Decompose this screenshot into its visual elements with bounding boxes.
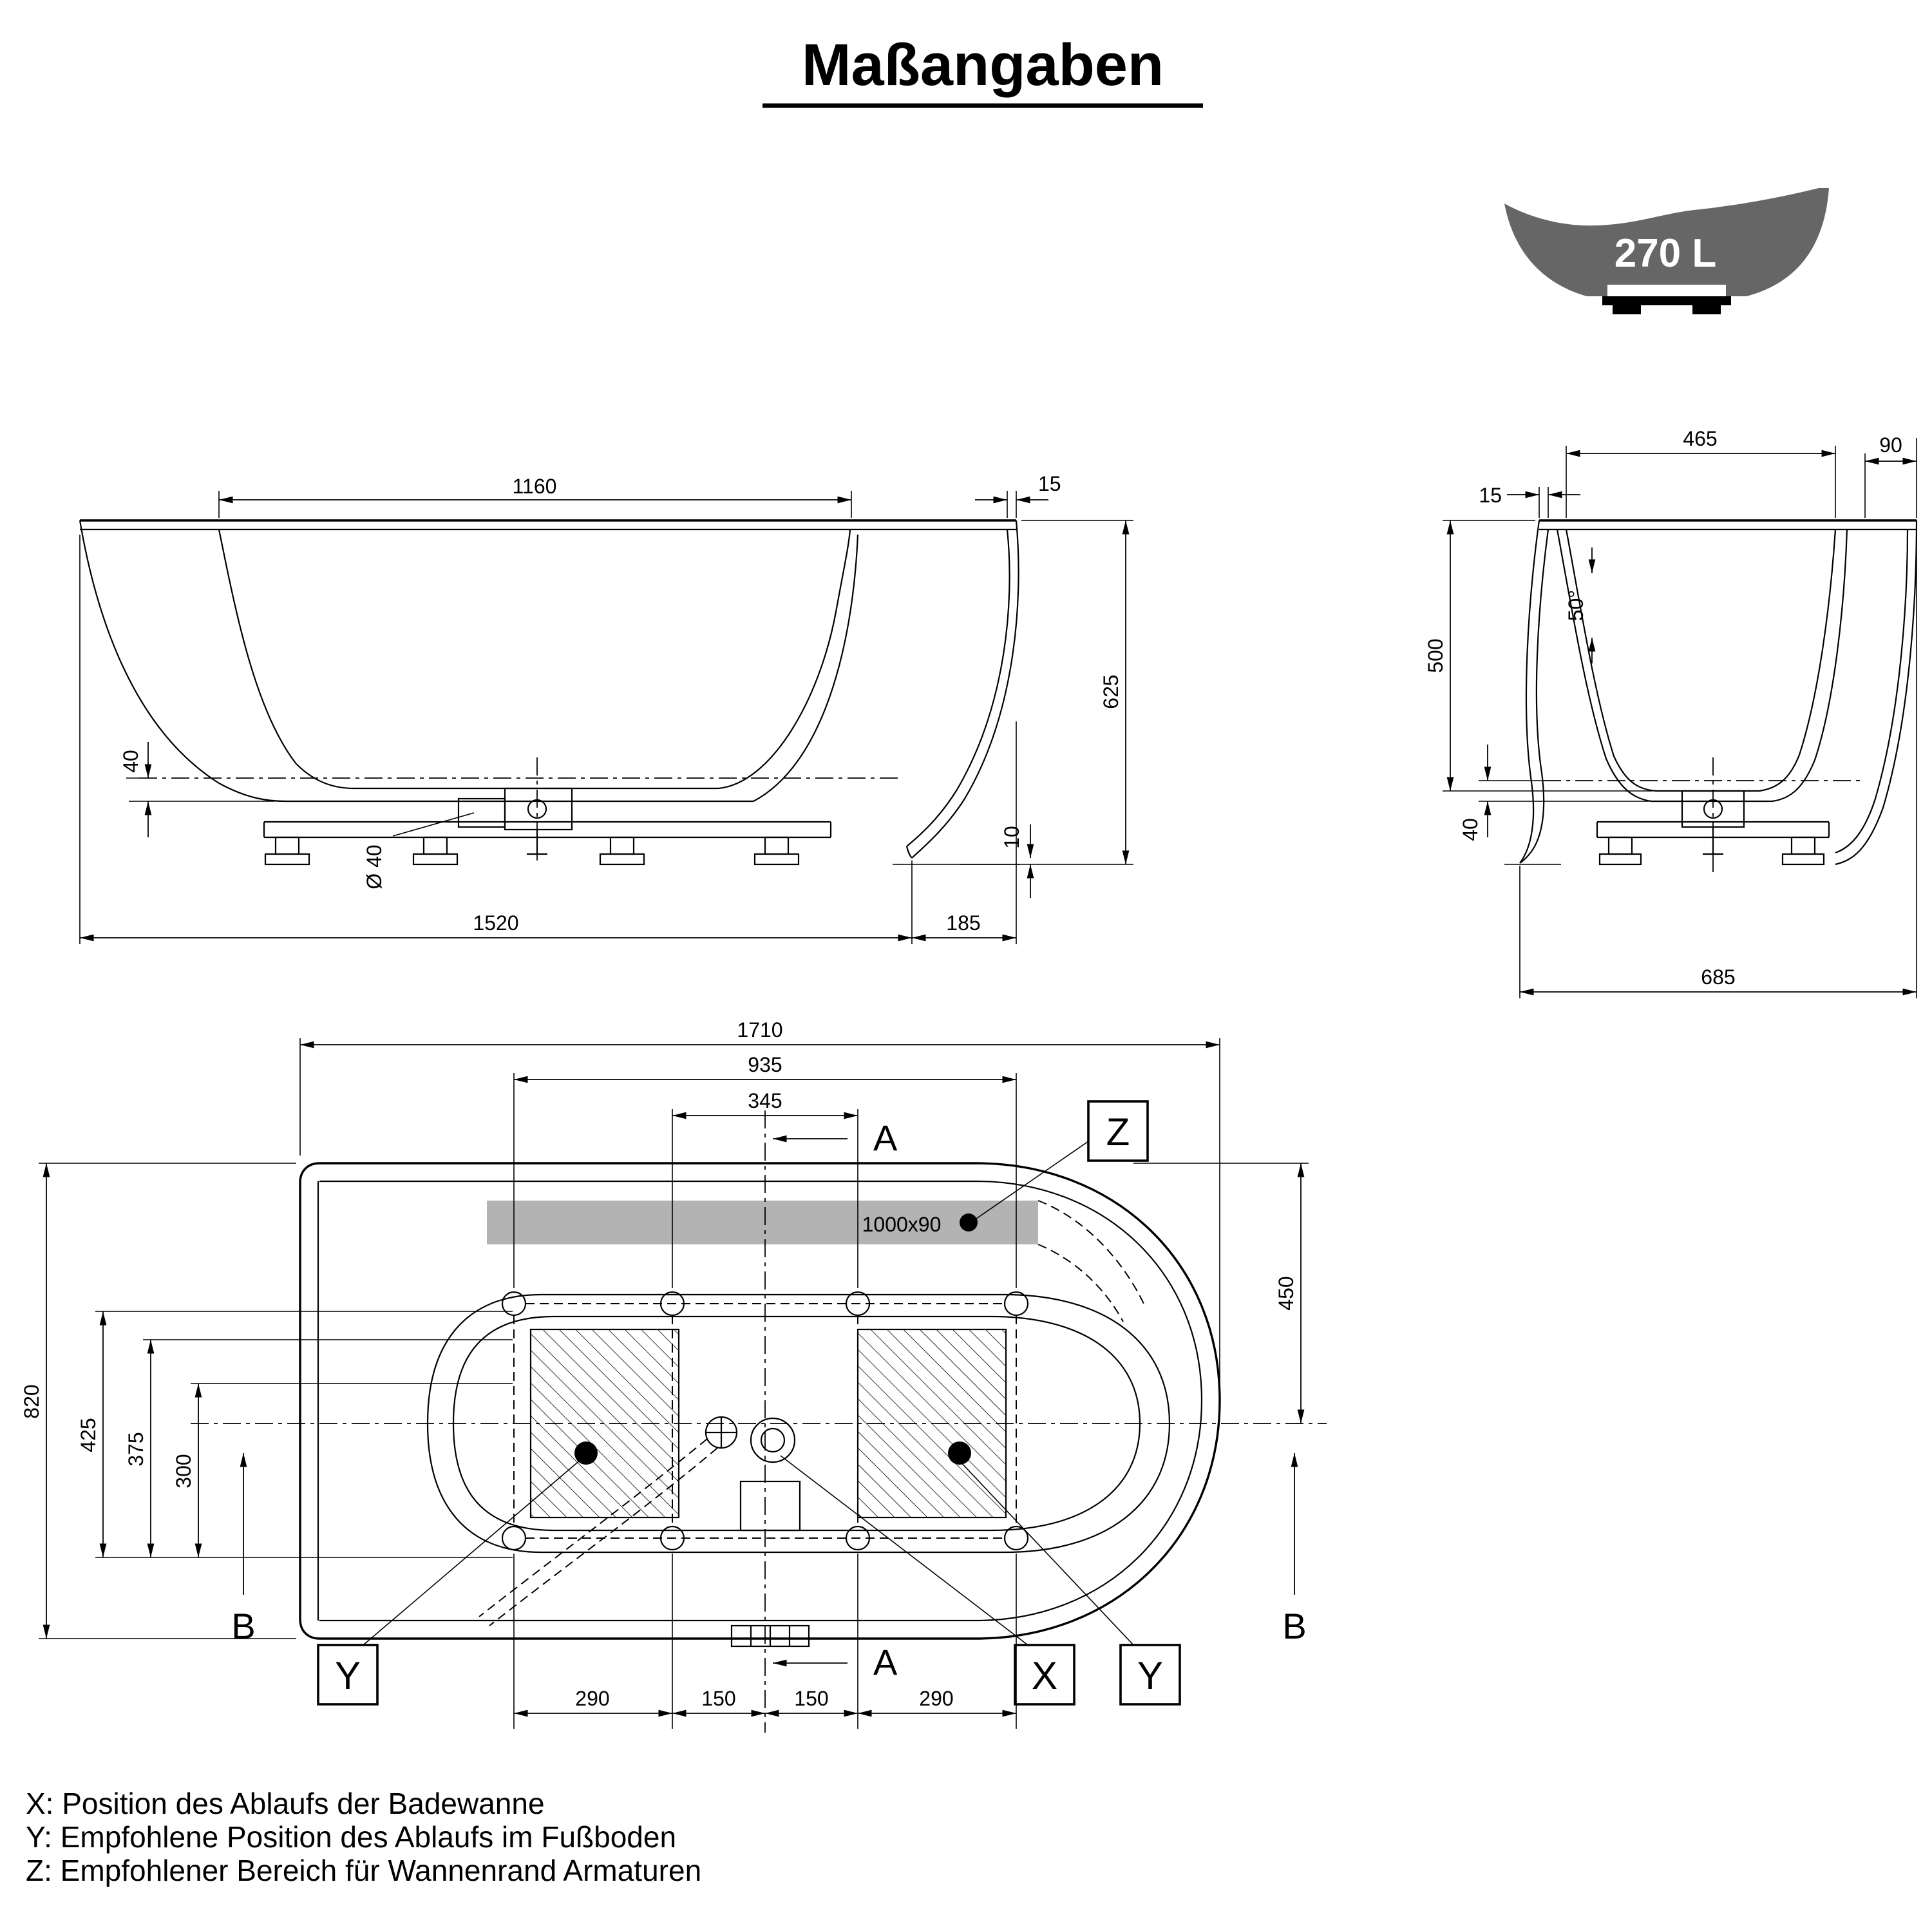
plan-view-geometry <box>191 1110 1327 1733</box>
legend: X: Position des Ablaufs der Badewanne Y:… <box>26 1787 701 1887</box>
callout-y-left-label: Y <box>335 1654 361 1697</box>
dim-185: 185 <box>946 911 980 935</box>
dim-1160: 1160 <box>513 475 557 498</box>
side-view-dimensions: 1160 15 625 40 Ø 40 1520 185 10 <box>79 472 1133 944</box>
dim-50deg: 50° <box>1564 590 1587 621</box>
dim-15-end: 15 <box>1479 484 1502 507</box>
floor-drain-dot-right <box>948 1441 971 1465</box>
dim-10: 10 <box>1000 826 1023 849</box>
end-view-geometry <box>1504 519 1918 873</box>
dim-150-right: 150 <box>794 1687 828 1710</box>
tub-capacity-floor <box>1607 285 1726 298</box>
tub-capacity-shape <box>1504 188 1829 296</box>
dim-685: 685 <box>1701 966 1735 989</box>
callout-z-box <box>1087 1100 1149 1162</box>
side-view-geometry <box>79 519 1020 866</box>
end-view: 465 90 15 50° 500 40 685 <box>1424 427 1918 998</box>
plan-view-dimensions: 1710 935 345 820 425 375 300 450 <box>20 1018 1309 1729</box>
callout-y-right-label: Y <box>1137 1654 1163 1697</box>
dim-450: 450 <box>1274 1276 1298 1310</box>
dim-820: 820 <box>20 1384 43 1418</box>
title-text: Maßangaben <box>802 32 1164 98</box>
dim-40-side: 40 <box>119 750 142 773</box>
callout-y-left-box <box>317 1644 379 1706</box>
side-view: 1160 15 625 40 Ø 40 1520 185 10 <box>79 472 1133 944</box>
callout-z-label: Z <box>1106 1110 1130 1154</box>
dim-465: 465 <box>1683 427 1717 450</box>
dim-290-left: 290 <box>575 1687 609 1710</box>
callout-x-box <box>1014 1644 1075 1706</box>
dim-150-left: 150 <box>701 1687 735 1710</box>
faucet-zone-area <box>487 1201 1038 1244</box>
end-view-dimensions: 465 90 15 50° 500 40 685 <box>1424 427 1917 998</box>
dim-625: 625 <box>1099 674 1122 709</box>
tub-capacity-base <box>1602 296 1731 314</box>
dim-935: 935 <box>748 1053 782 1076</box>
capacity-icon: 270 L <box>1504 188 1829 314</box>
callout-boxes: Z Y X Y <box>317 1100 1181 1706</box>
dim-290-right: 290 <box>919 1687 953 1710</box>
page-title: Maßangaben <box>762 32 1203 108</box>
dim-345: 345 <box>748 1089 782 1112</box>
dim-40-end: 40 <box>1459 818 1482 841</box>
callout-y-right-box <box>1119 1644 1181 1706</box>
section-a-bottom: A <box>873 1642 898 1682</box>
dim-15-side: 15 <box>1038 472 1061 495</box>
section-b-left: B <box>231 1606 255 1646</box>
dim-500: 500 <box>1424 638 1447 672</box>
section-markers: A A B B <box>231 1118 1306 1682</box>
callout-x-label: X <box>1032 1654 1057 1697</box>
dim-375: 375 <box>124 1432 147 1466</box>
dim-drain-diameter: Ø 40 <box>363 844 386 889</box>
dim-300: 300 <box>172 1454 195 1488</box>
legend-line-x: X: Position des Ablaufs der Badewanne <box>26 1787 545 1820</box>
tub-drain <box>750 1417 796 1463</box>
capacity-label: 270 L <box>1615 231 1717 276</box>
legend-line-y: Y: Empfohlene Position des Ablaufs im Fu… <box>26 1820 676 1854</box>
section-b-right: B <box>1282 1606 1306 1646</box>
dim-90: 90 <box>1879 433 1902 457</box>
faucet-zone-label: 1000x90 <box>862 1213 942 1236</box>
legend-line-z: Z: Empfohlener Bereich für Wannenrand Ar… <box>26 1854 701 1887</box>
drain-assembly <box>504 787 573 831</box>
dim-1710: 1710 <box>737 1018 782 1042</box>
floor-drain-dot-left <box>574 1441 598 1465</box>
dim-425: 425 <box>77 1418 100 1452</box>
section-a-top: A <box>873 1118 898 1158</box>
faucet-zone-dot <box>960 1213 978 1232</box>
dim-1520: 1520 <box>473 911 518 935</box>
plan-view: 1000x90 <box>20 1018 1327 1733</box>
